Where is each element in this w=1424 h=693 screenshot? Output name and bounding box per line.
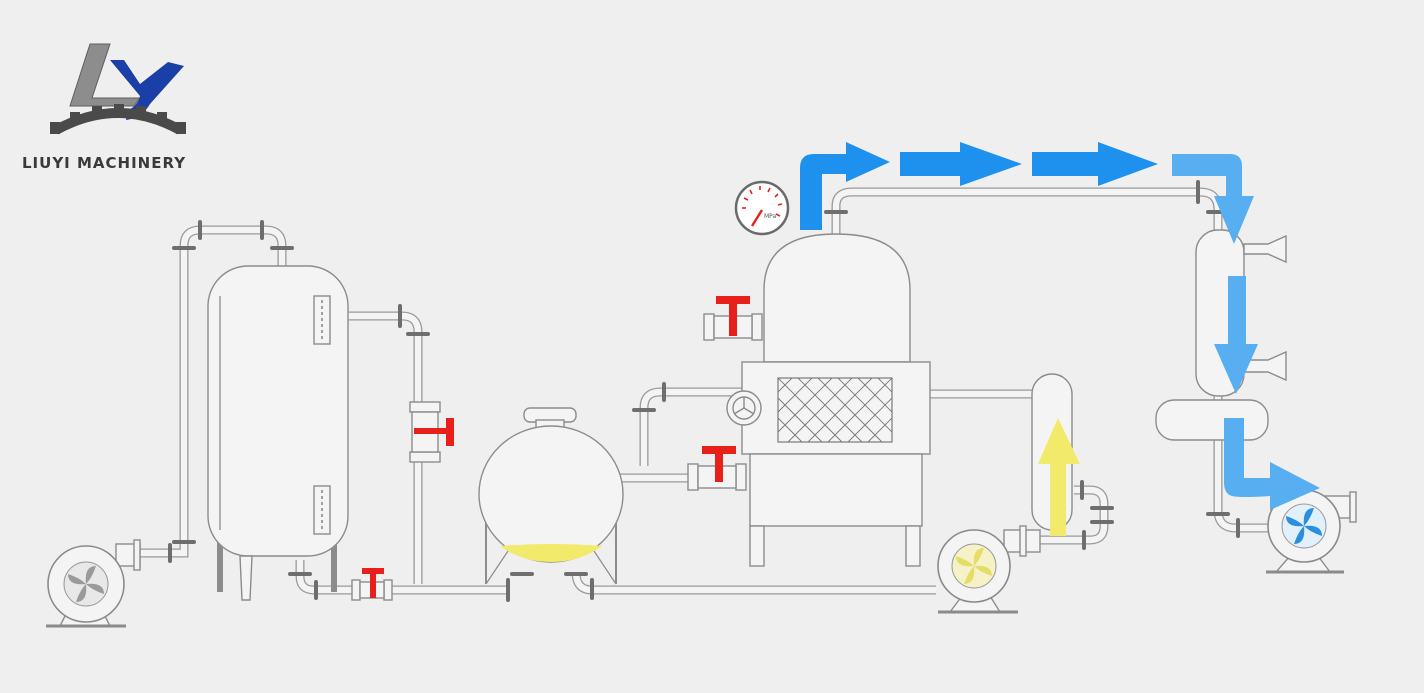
pump-vacuum [1266, 489, 1357, 574]
vertical-storage-tank [207, 265, 349, 601]
valve-evaporator-side[interactable] [703, 296, 763, 341]
handwheel-valve[interactable] [726, 390, 762, 426]
valve-vertical-line[interactable] [409, 401, 454, 463]
vapor-flow-arrows [800, 142, 1158, 230]
pump-concentrate [937, 525, 1041, 614]
company-name: LIUYI MACHINERY [22, 154, 187, 172]
gauge-unit-label: MPa [764, 213, 777, 220]
separator-vessel [1031, 373, 1080, 536]
valve-bottom-line[interactable] [351, 568, 393, 601]
condenser [1155, 229, 1287, 441]
pressure-gauge: MPa [734, 180, 790, 236]
evaporator-unit [741, 233, 931, 567]
pump-left [46, 539, 141, 628]
valve-feed-inlet[interactable] [687, 446, 747, 491]
spherical-concentrate-tank [478, 407, 624, 585]
pipe-flanges [168, 180, 1240, 602]
pipe-network [130, 187, 1272, 595]
company-logo [50, 43, 186, 135]
concentrate-liquid-level [500, 544, 602, 562]
concentrate-up-arrow [1038, 418, 1080, 536]
condensate-flow-arrows [1172, 154, 1320, 510]
